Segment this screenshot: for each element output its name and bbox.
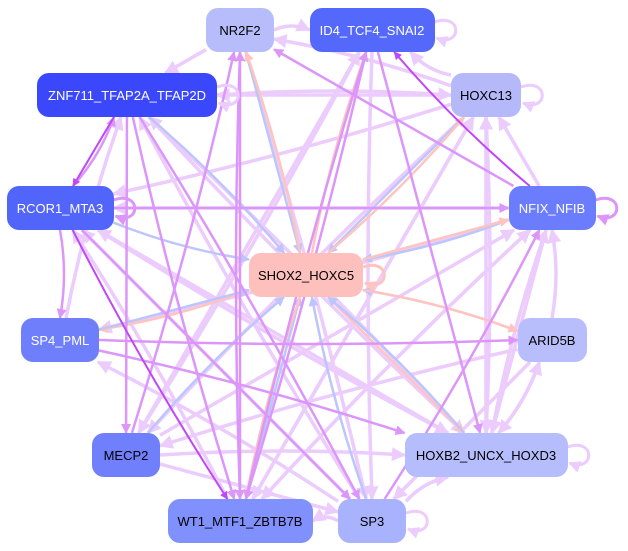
node-id4[interactable]: ID4_TCF4_SNAI2 xyxy=(309,8,435,52)
edge-RCOR1-to-SP3 xyxy=(81,229,351,500)
node-label: HOXB2_UNCX_HOXD3 xyxy=(415,447,557,463)
node-label: ARID5B xyxy=(528,332,576,348)
edge-SP3-to-WT1 xyxy=(311,508,339,523)
edge-NFIX-to-NR2F2 xyxy=(273,48,515,188)
edge-RCOR1-to-HOXB2 xyxy=(97,228,450,435)
edge-SP3-to-SHOX2 xyxy=(308,296,368,500)
edge-HOXB2-to-RCOR1 xyxy=(96,228,449,435)
edge-MECP2-to-ID4 xyxy=(137,50,361,434)
edge-SP3-to-SP4 xyxy=(96,360,339,503)
node-wt1[interactable]: WT1_MTF1_ZBTB7B xyxy=(167,499,313,543)
node-sp3[interactable]: SP3 xyxy=(338,499,406,543)
edge-NR2F2-to-ID4 xyxy=(273,18,311,32)
node-mecp2[interactable]: MECP2 xyxy=(92,433,160,477)
node-shox2[interactable]: SHOX2_HOXC5 xyxy=(249,253,363,297)
edge-NR2F2-to-WT1 xyxy=(234,51,245,500)
edge-ID4-to-SP3 xyxy=(364,51,379,501)
edge-HOXC13-to-SHOX2 xyxy=(327,116,465,254)
edge-ARID5B-to-NFIX xyxy=(547,228,562,319)
node-nr2f2[interactable]: NR2F2 xyxy=(206,8,274,52)
edge-ZNF711-to-RCOR1 xyxy=(72,116,115,187)
edge-RCOR1-to-SHOX2 xyxy=(113,221,250,264)
edge-ID4-to-MECP2 xyxy=(137,51,361,435)
edge-SHOX2-to-NFIX xyxy=(362,217,510,261)
edge-SP4-to-SHOX2 xyxy=(98,287,250,331)
self-loop-RCOR1 xyxy=(112,196,137,226)
node-label: ID4_TCF4_SNAI2 xyxy=(319,22,425,38)
node-sp4[interactable]: SP4_PML xyxy=(21,318,99,362)
edge-HOXC13-to-HOXB2 xyxy=(479,116,494,435)
edge-NFIX-to-SHOX2 xyxy=(362,218,509,263)
node-rcor1[interactable]: RCOR1_MTA3 xyxy=(6,186,114,230)
edge-ZNF711-to-SP3 xyxy=(138,116,361,500)
edge-SHOX2-to-HOXC13 xyxy=(327,116,465,254)
edge-HOXC13-to-ID4 xyxy=(409,50,452,77)
self-loop-ZNF711 xyxy=(216,83,240,113)
self-loop-SP3 xyxy=(405,509,429,539)
node-label: ZNF711_TFAP2A_TFAP2D xyxy=(48,87,206,103)
node-label: SHOX2_HOXC5 xyxy=(257,267,355,283)
self-loop-HOXC13 xyxy=(520,83,544,113)
edge-SP4-to-ARID5B xyxy=(98,335,519,346)
edge-NR2F2-to-ZNF711 xyxy=(164,48,207,75)
self-loop-NFIX xyxy=(594,196,619,226)
node-hoxb2[interactable]: HOXB2_UNCX_HOXD3 xyxy=(404,433,568,477)
edge-NR2F2-to-SHOX2 xyxy=(244,51,303,254)
self-loop-SHOX2 xyxy=(362,263,386,293)
node-label: NR2F2 xyxy=(219,22,261,38)
node-label: SP3 xyxy=(359,513,385,529)
edge-HOXC13-to-RCOR1 xyxy=(112,102,452,198)
edge-ZNF711-to-WT1 xyxy=(131,116,237,500)
edge-RCOR1-to-SP4 xyxy=(56,229,67,319)
edge-ID4-to-HOXB2 xyxy=(376,51,483,434)
edge-SP3-to-HOXB2 xyxy=(404,472,450,503)
edge-SHOX2-to-SP4 xyxy=(98,288,250,334)
node-hoxc13[interactable]: HOXC13 xyxy=(451,73,521,117)
edge-ZNF711-to-SHOX2 xyxy=(148,116,286,254)
node-nfix[interactable]: NFIX_NFIB xyxy=(508,186,596,230)
edge-SHOX2-to-ARID5B xyxy=(362,288,519,333)
edge-WT1-to-HOXC13 xyxy=(251,115,475,500)
edge-NFIX-to-HOXC13 xyxy=(497,115,541,187)
node-label: WT1_MTF1_ZBTB7B xyxy=(177,513,303,529)
node-label: MECP2 xyxy=(103,447,149,463)
edge-NFIX-to-ID4 xyxy=(393,51,531,187)
node-label: RCOR1_MTA3 xyxy=(16,200,104,216)
edge-HOXB2-to-SHOX2 xyxy=(327,296,465,434)
node-label: SP4_PML xyxy=(30,332,90,348)
node-label: HOXC13 xyxy=(459,87,513,103)
edge-SHOX2-to-NR2F2 xyxy=(244,51,302,254)
self-loop-HOXB2 xyxy=(566,443,591,473)
edge-SP4-to-HOXB2 xyxy=(98,349,406,435)
node-arid5b[interactable]: ARID5B xyxy=(517,318,587,362)
edge-SP3-to-ZNF711 xyxy=(138,115,361,500)
self-loop-ID4 xyxy=(433,18,458,48)
edge-ARID5B-to-SHOX2 xyxy=(362,286,518,333)
edge-HOXB2-to-ARID5B xyxy=(497,360,542,435)
edge-SHOX2-to-HOXB2 xyxy=(327,296,465,434)
edge-RCOR1-to-WT1 xyxy=(71,229,229,500)
node-label: NFIX_NFIB xyxy=(518,200,586,216)
node-znf711[interactable]: ZNF711_TFAP2A_TFAP2D xyxy=(37,73,217,117)
